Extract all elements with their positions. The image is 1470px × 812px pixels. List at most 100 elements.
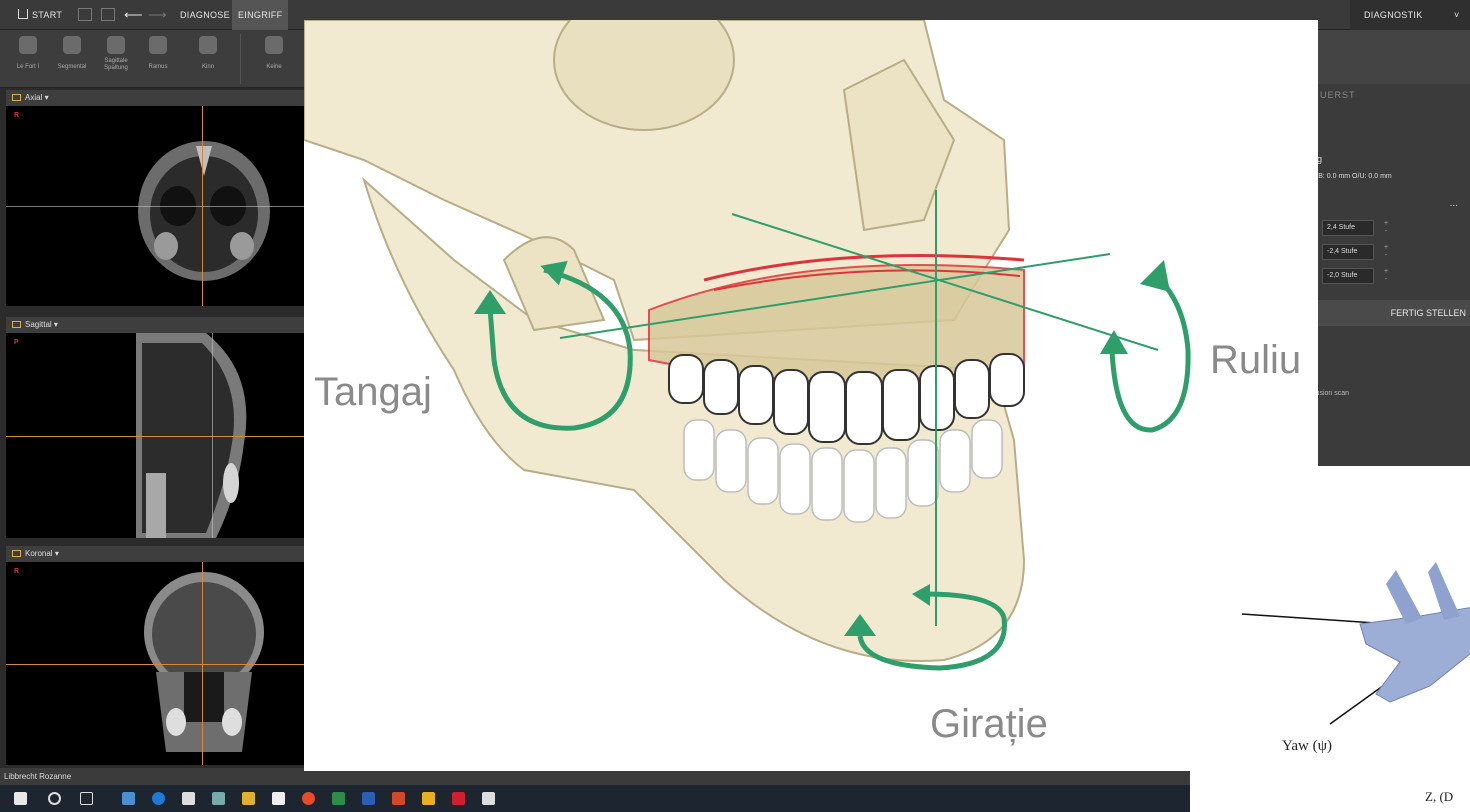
aircraft-axes-inset: Yaw (ψ) Z, (D: [1190, 466, 1470, 812]
ribbon-divider: [240, 34, 241, 84]
chin-icon: [199, 36, 217, 54]
app-icon[interactable]: [242, 792, 255, 805]
camera-icon[interactable]: [272, 792, 285, 805]
kinn-label: Kinn: [186, 64, 230, 71]
stepper-1[interactable]: 2,4 Stufe +-: [1310, 220, 1400, 236]
powerpoint-icon[interactable]: [392, 792, 405, 805]
app-icon[interactable]: [452, 792, 465, 805]
search-icon[interactable]: [48, 792, 61, 805]
sagittal-viewport[interactable]: P: [6, 333, 306, 538]
crosshair-vertical: [212, 333, 213, 538]
viewport-icon: [12, 94, 21, 101]
viewport-icon: [12, 321, 21, 328]
orientation-marker: R: [14, 112, 19, 119]
coronal-viewport-header[interactable]: Koronal ▾: [6, 546, 306, 562]
edge-icon[interactable]: [152, 792, 165, 805]
aircraft-drawing: [1190, 466, 1470, 812]
plus-minus-icon[interactable]: +-: [1380, 220, 1392, 236]
stepper-value[interactable]: 2,4 Stufe: [1322, 220, 1374, 236]
chrome-icon[interactable]: [302, 792, 315, 805]
yaw-axis-label: Yaw (ψ): [1282, 738, 1332, 755]
app-icon[interactable]: [212, 792, 225, 805]
axial-viewport[interactable]: R: [6, 106, 306, 306]
stepper-3[interactable]: -2,0 Stufe +-: [1310, 268, 1400, 284]
save-icon[interactable]: [101, 8, 115, 21]
jaw-icon: [107, 36, 125, 54]
plus-minus-icon[interactable]: +-: [1380, 244, 1392, 260]
le-fort-label: Le Fort I: [6, 64, 50, 71]
panel-header-area: [1310, 30, 1470, 84]
crosshair-horizontal: [6, 206, 306, 207]
stepper-value[interactable]: -2,4 Stufe: [1322, 244, 1374, 260]
crosshair-vertical: [202, 106, 203, 306]
viewport-icon: [12, 550, 21, 557]
sagittal-viewport-header[interactable]: Sagittal ▾: [6, 317, 306, 333]
crosshair-horizontal: [6, 664, 306, 665]
task-view-icon[interactable]: [80, 792, 93, 805]
ramus-icon: [149, 36, 167, 54]
segment-icon: [63, 36, 81, 54]
plus-minus-icon[interactable]: +-: [1380, 268, 1392, 284]
right-control-panel: UERST ng F/B: 0.0 mm O/U: 0.0 mm ... 2,4…: [1310, 30, 1470, 470]
user-name: Libbrecht Rozanne: [4, 772, 71, 781]
open-icon[interactable]: [78, 8, 92, 21]
chevron-down-icon: ▾: [55, 549, 59, 558]
word-icon[interactable]: [362, 792, 375, 805]
coronal-viewport[interactable]: R: [6, 562, 306, 765]
diagnostik-label: DIAGNOSTIK: [1364, 0, 1423, 30]
sagittal-split-label: Sagittale Spaltung: [94, 58, 138, 72]
orientation-marker: P: [14, 339, 19, 346]
windows-start-icon[interactable]: [14, 792, 27, 805]
chevron-down-icon: ˅: [1454, 0, 1460, 30]
scan-label: lusion scan: [1314, 390, 1349, 397]
roll-label: Ruliu: [1210, 338, 1301, 383]
kinn-button[interactable]: Kinn: [186, 36, 230, 71]
orientation-marker: R: [14, 568, 19, 575]
crosshair-horizontal: [6, 436, 306, 437]
skull-drawing: [304, 20, 1318, 771]
stepper-value[interactable]: -2,0 Stufe: [1322, 268, 1374, 284]
crosshair-vertical: [202, 562, 203, 765]
chevron-down-icon: ▾: [54, 320, 58, 329]
axial-title: Axial: [25, 93, 42, 102]
explorer-icon[interactable]: [122, 792, 135, 805]
redo-icon[interactable]: ⟶: [148, 0, 167, 30]
diagnostik-menu[interactable]: DIAGNOSTIK ˅: [1350, 0, 1470, 30]
none-icon: [265, 36, 283, 54]
chevron-down-icon: ▾: [45, 93, 49, 102]
calculator-icon[interactable]: [482, 792, 495, 805]
keine-button[interactable]: Keine: [252, 36, 296, 71]
undo-icon[interactable]: ⟵: [124, 0, 143, 30]
stepper-2[interactable]: -2,4 Stufe +-: [1310, 244, 1400, 260]
section-title: UERST: [1320, 90, 1356, 100]
procedure-ribbon: Le Fort I Segmental Sagittale Spaltung R…: [0, 30, 310, 88]
ramus-label: Ramus: [136, 64, 180, 71]
home-button[interactable]: START: [18, 0, 62, 30]
ramus-button[interactable]: Ramus: [136, 36, 180, 71]
axial-viewport-header[interactable]: Axial ▾: [6, 90, 306, 106]
tab-eingriff[interactable]: EINGRIFF: [232, 0, 288, 30]
offset-readout: F/B: 0.0 mm O/U: 0.0 mm: [1312, 173, 1392, 180]
segmental-button[interactable]: Segmental: [50, 36, 94, 71]
skull-icon: [19, 36, 37, 54]
excel-icon[interactable]: [332, 792, 345, 805]
fertig-stellen-button[interactable]: FERTIG STELLEN: [1310, 300, 1470, 326]
more-options-icon[interactable]: ...: [1450, 198, 1458, 209]
yaw-label: Girație: [930, 702, 1048, 747]
tab-diagnose[interactable]: DIAGNOSE: [174, 0, 236, 30]
folder-icon[interactable]: [422, 792, 435, 805]
coronal-title: Koronal: [25, 549, 53, 558]
home-label: START: [32, 10, 62, 20]
z-axis-label: Z, (D: [1425, 789, 1453, 805]
pitch-label: Tangaj: [314, 370, 432, 415]
windows-taskbar: [0, 785, 1190, 812]
skull-rotation-illustration: Tangaj Ruliu Girație: [304, 20, 1318, 771]
keine-label: Keine: [252, 64, 296, 71]
sagittal-split-button[interactable]: Sagittale Spaltung: [94, 36, 138, 72]
le-fort-button[interactable]: Le Fort I: [6, 36, 50, 71]
store-icon[interactable]: [182, 792, 195, 805]
home-icon: [18, 9, 28, 19]
sagittal-title: Sagittal: [25, 320, 52, 329]
segmental-label: Segmental: [50, 64, 94, 71]
